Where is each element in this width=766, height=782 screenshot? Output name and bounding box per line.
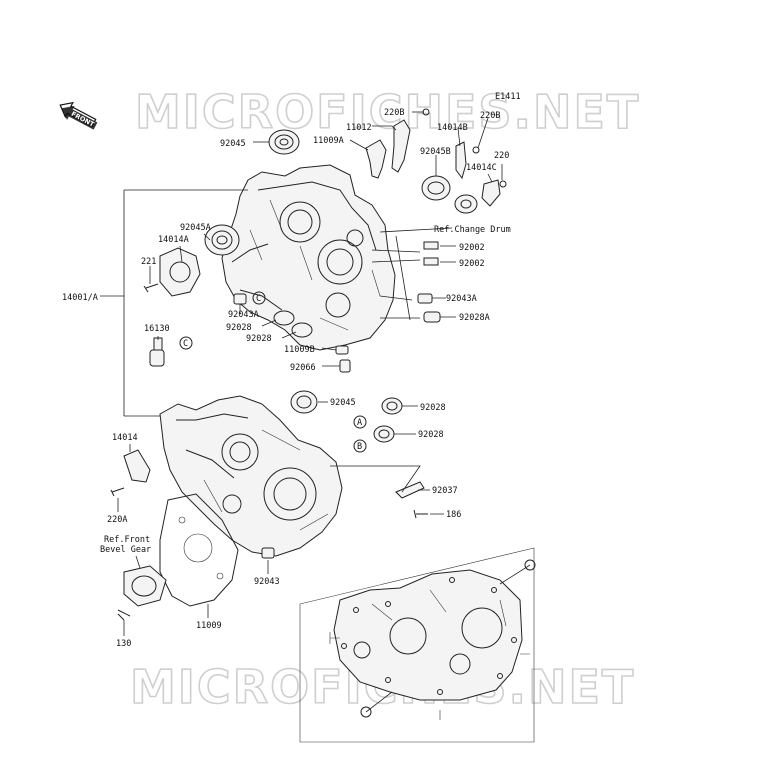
bolt-220a bbox=[110, 487, 125, 497]
label-14014a: 14014A bbox=[158, 235, 189, 245]
label-92028a: 92028A bbox=[459, 313, 490, 323]
label-92028-4: 92028 bbox=[418, 430, 444, 440]
bolt-186 bbox=[413, 509, 428, 519]
label-92043a-right: 92043A bbox=[446, 294, 477, 304]
bolt-130 bbox=[117, 609, 131, 621]
diagram-code: E1411 bbox=[495, 92, 521, 102]
watermark-top: MICROFICHES.NET bbox=[135, 85, 640, 139]
label-220: 220 bbox=[494, 151, 509, 161]
upper-crankcase bbox=[221, 164, 396, 351]
label-ref-change-drum: Ref.Change Drum bbox=[434, 225, 511, 235]
label-14014: 14014 bbox=[112, 433, 138, 443]
seal-92028-a bbox=[381, 397, 403, 415]
label-92043: 92043 bbox=[254, 577, 280, 587]
label-92037: 92037 bbox=[432, 486, 458, 496]
label-ref-front: Ref.Front bbox=[104, 535, 150, 545]
bolt-221 bbox=[143, 283, 159, 293]
bearing-92045b bbox=[421, 175, 451, 201]
label-92043a-left: 92043A bbox=[228, 310, 259, 320]
callout-c-upper: C bbox=[252, 291, 266, 305]
label-220a: 220A bbox=[107, 515, 127, 525]
label-92028-3: 92028 bbox=[420, 403, 446, 413]
plates-14014b-c bbox=[455, 141, 507, 207]
callout-a: A bbox=[353, 415, 367, 429]
bearing-92045-top bbox=[268, 129, 300, 155]
callout-c-sensor: C bbox=[179, 336, 193, 350]
bearing-92045-mid bbox=[290, 390, 318, 414]
label-92045a: 92045A bbox=[180, 223, 211, 233]
svg-text:C: C bbox=[183, 339, 188, 349]
label-14001a: 14001/A bbox=[62, 293, 98, 303]
label-220b-1: 220B bbox=[384, 108, 404, 118]
label-16130: 16130 bbox=[144, 324, 170, 334]
callout-b: B bbox=[353, 439, 367, 453]
label-92028-2: 92028 bbox=[246, 334, 272, 344]
plate-14014 bbox=[123, 449, 151, 483]
label-221: 221 bbox=[141, 257, 156, 267]
shift-plate bbox=[365, 108, 430, 179]
leader-lines bbox=[100, 111, 503, 636]
label-bevel-gear: Bevel Gear bbox=[100, 545, 151, 555]
dowels-left bbox=[233, 293, 351, 373]
dowel-92043 bbox=[261, 547, 275, 559]
svg-text:B: B bbox=[357, 442, 362, 452]
label-11012: 11012 bbox=[346, 123, 372, 133]
seal-change-drum bbox=[454, 194, 478, 214]
label-92028-1: 92028 bbox=[226, 323, 252, 333]
sensor-16130 bbox=[149, 337, 165, 367]
bearing-92045a bbox=[204, 224, 240, 256]
dowels-right bbox=[417, 241, 441, 323]
part-labels: 92045 11012 11009A 220B 14014B 220B 9204… bbox=[62, 108, 511, 649]
front-arrow-icon: FRONT bbox=[59, 101, 98, 130]
label-220b-2: 220B bbox=[480, 111, 500, 121]
label-11009: 11009 bbox=[196, 621, 222, 631]
svg-text:C: C bbox=[256, 294, 261, 304]
front-bevel-gear bbox=[123, 565, 167, 607]
label-92045-mid: 92045 bbox=[330, 398, 356, 408]
label-14014c: 14014C bbox=[466, 163, 497, 173]
bracket-92037 bbox=[395, 481, 425, 499]
label-186: 186 bbox=[446, 510, 461, 520]
label-92002-1: 92002 bbox=[459, 243, 485, 253]
label-92002-2: 92002 bbox=[459, 259, 485, 269]
label-130: 130 bbox=[116, 639, 131, 649]
seal-92028-b bbox=[373, 425, 395, 443]
label-92066: 92066 bbox=[290, 363, 316, 373]
cover-14014a bbox=[159, 247, 201, 297]
label-14014b: 14014B bbox=[437, 123, 468, 133]
label-11009b: 11009B bbox=[284, 345, 315, 355]
lower-crankcase bbox=[159, 395, 343, 557]
svg-text:A: A bbox=[357, 418, 362, 428]
label-11009a: 11009A bbox=[313, 136, 344, 146]
gasket-11009 bbox=[159, 493, 239, 607]
label-92045-top: 92045 bbox=[220, 139, 246, 149]
inset-bolt-pattern bbox=[299, 547, 536, 743]
label-92045b: 92045B bbox=[420, 147, 451, 157]
